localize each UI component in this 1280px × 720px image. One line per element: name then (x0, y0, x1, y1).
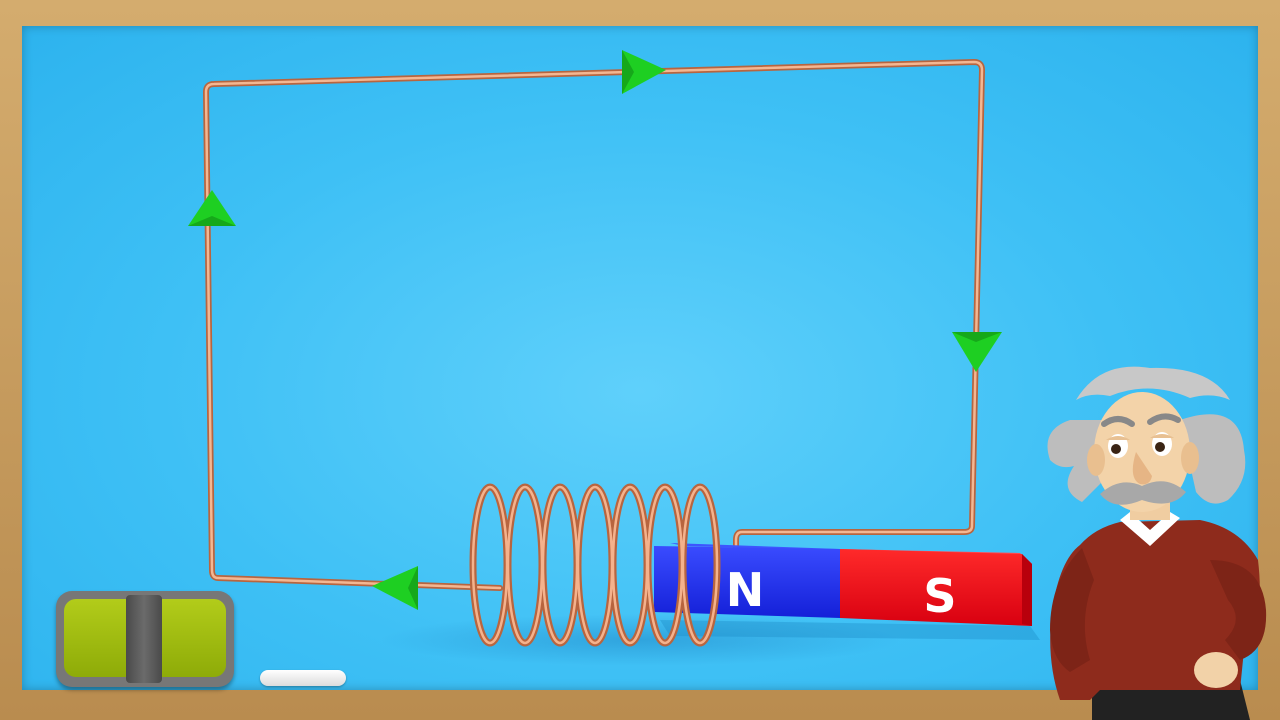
current-arrow-icon (622, 50, 666, 94)
copper-coil (469, 483, 721, 647)
current-arrow-icon (372, 566, 418, 610)
eraser-icon[interactable] (56, 591, 234, 687)
north-pole-label: N (726, 563, 765, 617)
south-pole-label: S (923, 569, 956, 623)
eraser-grip (126, 595, 162, 683)
current-arrow-icon (188, 190, 236, 226)
copper-wire (203, 59, 985, 591)
current-arrow-icon (952, 332, 1002, 372)
coil-shadow (380, 614, 900, 666)
magnet-north-pole (654, 546, 840, 618)
magnet-south-pole (840, 549, 1032, 626)
chalk-icon[interactable] (260, 670, 346, 686)
einstein-character (1047, 366, 1267, 720)
bar-magnet[interactable]: N S (654, 543, 1032, 626)
